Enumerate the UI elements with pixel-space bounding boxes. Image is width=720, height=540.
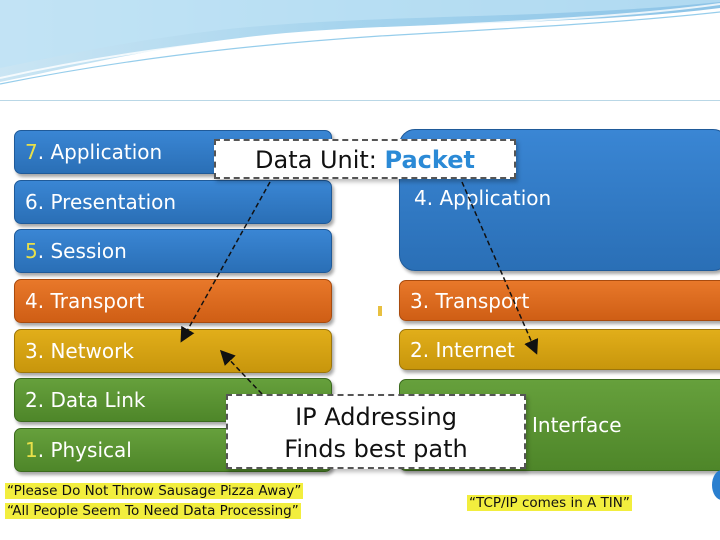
- data-unit-value: Packet: [384, 146, 475, 174]
- arrow-packet-to-network: [180, 181, 271, 343]
- osi-layer-number: 4: [25, 289, 38, 313]
- osi-layer-label: . Data Link: [37, 388, 146, 412]
- edge-decoration: [712, 470, 720, 500]
- osi-mnemonic-top-down: “Please Do Not Throw Sausage Pizza Away”: [5, 483, 304, 499]
- tcpip-mnemonic: “TCP/IP comes in A TIN”: [467, 495, 632, 511]
- osi-layer-number: 7: [25, 140, 38, 164]
- osi-mnemonic-bottom-up: “All People Seem To Need Data Processing…: [5, 503, 301, 519]
- header-decoration: [0, 0, 720, 100]
- osi-layer-label: . Application: [37, 140, 163, 164]
- osi-layer-number: 1: [25, 438, 38, 462]
- osi-layer-transport: 4. Transport: [14, 279, 332, 323]
- osi-layer-session: 5. Session: [14, 229, 332, 273]
- osi-layer-number: 6: [25, 190, 38, 214]
- tcpip-layer-label: 2. Internet: [410, 337, 515, 362]
- tcpip-layer-internet: 2. Internet: [399, 329, 720, 370]
- osi-layer-number: 3: [25, 339, 38, 363]
- ip-callout-line2: Finds best path: [284, 435, 468, 463]
- osi-layer-network: 3. Network: [14, 329, 332, 373]
- osi-layer-label: . Physical: [37, 438, 132, 462]
- arrow-packet-to-internet: [461, 181, 539, 355]
- osi-layer-label: . Network: [37, 339, 134, 363]
- ip-callout-line1: IP Addressing: [295, 403, 457, 431]
- osi-layer-label: . Presentation: [37, 190, 177, 214]
- osi-layer-number: 5: [25, 239, 38, 263]
- data-unit-prefix: Data Unit:: [255, 146, 385, 174]
- tcpip-layer-label: Interface: [532, 413, 622, 437]
- center-marker: [378, 306, 382, 316]
- osi-layer-label: . Transport: [37, 289, 145, 313]
- tcpip-layer-label: 4. Application: [414, 186, 552, 210]
- osi-layer-number: 2: [25, 388, 38, 412]
- osi-layer-presentation: 6. Presentation: [14, 180, 332, 224]
- ip-addressing-callout: IP Addressing Finds best path: [226, 394, 526, 469]
- header-divider: [0, 100, 720, 101]
- tcpip-layer-label: 3. Transport: [410, 288, 530, 313]
- arrow-ip-to-network: [219, 349, 263, 395]
- tcpip-layer-transport: 3. Transport: [399, 280, 720, 321]
- data-unit-callout: Data Unit: Packet: [214, 139, 516, 179]
- osi-layer-label: . Session: [37, 239, 127, 263]
